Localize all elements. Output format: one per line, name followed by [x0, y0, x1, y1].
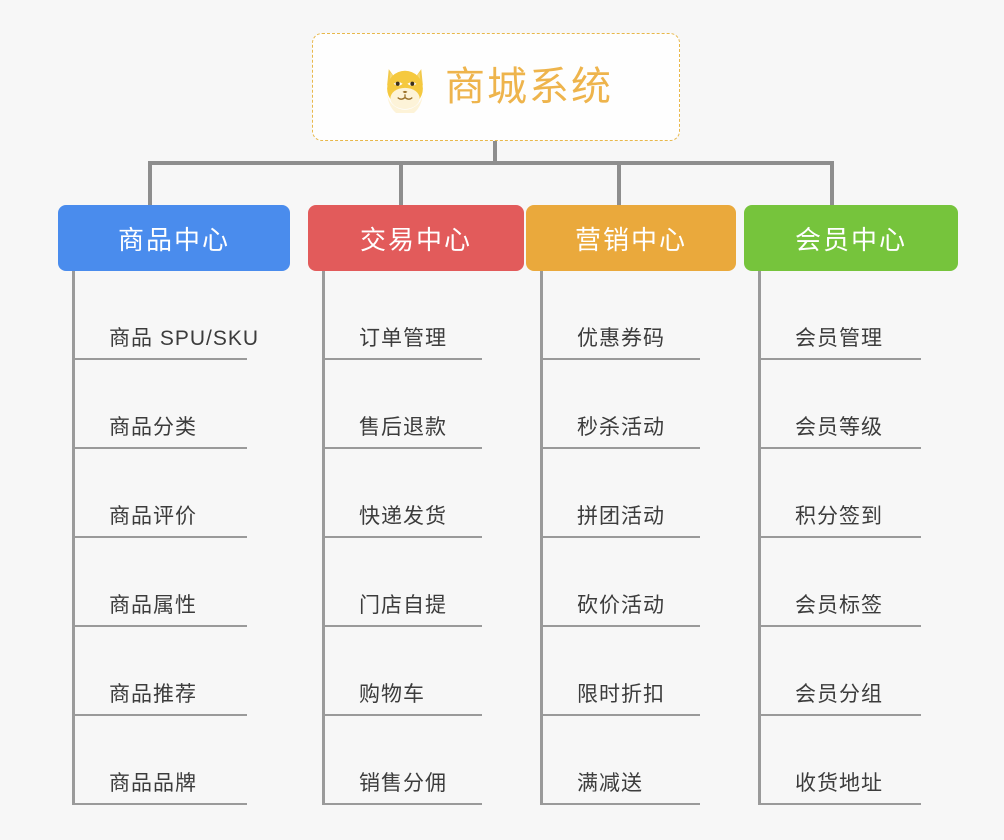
leaf-underline: [543, 536, 700, 538]
branch-header-member-center[interactable]: 会员中心: [744, 205, 958, 271]
leaf-label: 商品分类: [109, 415, 197, 439]
leaf-underline: [325, 358, 482, 360]
leaf-label: 商品属性: [109, 593, 197, 617]
connector-drop-交易中心: [399, 161, 403, 207]
leaf-underline: [761, 536, 921, 538]
list-item[interactable]: 积分签到: [761, 449, 958, 538]
leaf-label: 商品评价: [109, 504, 197, 528]
list-item[interactable]: 商品属性: [75, 538, 290, 627]
branch-member-center: 会员中心 会员管理 会员等级 积分签到 会员标签 会员分组: [744, 205, 958, 805]
leaf-list-trade-center: 订单管理 售后退款 快递发货 门店自提 购物车 销售分佣: [322, 271, 524, 805]
connector-horizontal-bus: [148, 161, 834, 165]
branch-header-label: 交易中心: [359, 224, 472, 255]
branch-product-center: 商品中心 商品 SPU/SKU 商品分类 商品评价 商品属性 商品推荐: [58, 205, 290, 805]
leaf-underline: [75, 625, 247, 627]
branch-header-label: 会员中心: [794, 224, 907, 255]
leaf-label: 快递发货: [359, 504, 447, 528]
list-item[interactable]: 砍价活动: [543, 538, 736, 627]
leaf-underline: [325, 625, 482, 627]
leaf-label: 门店自提: [359, 593, 447, 617]
leaf-underline: [543, 714, 700, 716]
branch-header-trade-center[interactable]: 交易中心: [308, 205, 524, 271]
list-item[interactable]: 秒杀活动: [543, 360, 736, 449]
leaf-underline: [325, 447, 482, 449]
leaf-underline: [543, 447, 700, 449]
list-item[interactable]: 商品 SPU/SKU: [75, 271, 290, 360]
leaf-list-marketing-center: 优惠券码 秒杀活动 拼团活动 砍价活动 限时折扣 满减送: [540, 271, 736, 805]
leaf-label: 会员标签: [795, 593, 883, 617]
list-item[interactable]: 商品推荐: [75, 627, 290, 716]
list-item[interactable]: 限时折扣: [543, 627, 736, 716]
connector-root-stem: [493, 141, 497, 163]
leaf-underline: [75, 803, 247, 805]
leaf-label: 商品品牌: [109, 771, 197, 795]
branch-header-label: 商品中心: [117, 224, 230, 255]
leaf-underline: [761, 803, 921, 805]
leaf-underline: [75, 358, 247, 360]
leaf-label: 会员等级: [795, 415, 883, 439]
leaf-label: 满减送: [577, 771, 643, 795]
leaf-label: 会员分组: [795, 682, 883, 706]
list-item[interactable]: 商品分类: [75, 360, 290, 449]
root-title: 商城系统: [445, 65, 613, 109]
leaf-underline: [543, 625, 700, 627]
leaf-underline: [543, 803, 700, 805]
list-item[interactable]: 会员管理: [761, 271, 958, 360]
list-item[interactable]: 优惠券码: [543, 271, 736, 360]
branch-marketing-center: 营销中心 优惠券码 秒杀活动 拼团活动 砍价活动 限时折扣: [526, 205, 736, 805]
list-item[interactable]: 售后退款: [325, 360, 524, 449]
list-item[interactable]: 拼团活动: [543, 449, 736, 538]
leaf-label: 砍价活动: [577, 593, 665, 617]
list-item[interactable]: 会员等级: [761, 360, 958, 449]
shiba-dog-face-icon: [387, 69, 423, 113]
list-item[interactable]: 门店自提: [325, 538, 524, 627]
leaf-label: 优惠券码: [577, 326, 665, 350]
leaf-list-product-center: 商品 SPU/SKU 商品分类 商品评价 商品属性 商品推荐 商品品牌: [72, 271, 290, 805]
list-item[interactable]: 会员分组: [761, 627, 958, 716]
leaf-label: 积分签到: [795, 504, 883, 528]
branch-header-marketing-center[interactable]: 营销中心: [526, 205, 736, 271]
leaf-underline: [761, 358, 921, 360]
leaf-underline: [761, 447, 921, 449]
leaf-label: 限时折扣: [577, 682, 665, 706]
connector-drop-营销中心: [617, 161, 621, 207]
list-item[interactable]: 快递发货: [325, 449, 524, 538]
leaf-underline: [325, 714, 482, 716]
leaf-underline: [543, 358, 700, 360]
leaf-underline: [761, 625, 921, 627]
list-item[interactable]: 销售分佣: [325, 716, 524, 805]
leaf-label: 商品推荐: [109, 682, 197, 706]
list-item[interactable]: 购物车: [325, 627, 524, 716]
leaf-list-member-center: 会员管理 会员等级 积分签到 会员标签 会员分组 收货地址: [758, 271, 958, 805]
leaf-label: 商品 SPU/SKU: [109, 326, 260, 350]
list-item[interactable]: 收货地址: [761, 716, 958, 805]
leaf-underline: [325, 803, 482, 805]
branch-trade-center: 交易中心 订单管理 售后退款 快递发货 门店自提 购物车: [308, 205, 524, 805]
branch-header-product-center[interactable]: 商品中心: [58, 205, 290, 271]
list-item[interactable]: 会员标签: [761, 538, 958, 627]
connector-drop-会员中心: [830, 161, 834, 207]
leaf-underline: [761, 714, 921, 716]
leaf-label: 会员管理: [795, 326, 883, 350]
leaf-label: 订单管理: [359, 326, 447, 350]
list-item[interactable]: 商品评价: [75, 449, 290, 538]
branch-header-label: 营销中心: [574, 224, 687, 255]
connector-drop-商品中心: [148, 161, 152, 207]
leaf-label: 售后退款: [359, 415, 447, 439]
list-item[interactable]: 满减送: [543, 716, 736, 805]
leaf-label: 购物车: [359, 682, 425, 706]
leaf-label: 销售分佣: [359, 771, 447, 795]
leaf-underline: [75, 536, 247, 538]
root-node[interactable]: 商城系统: [312, 33, 680, 141]
leaf-label: 拼团活动: [577, 504, 665, 528]
leaf-label: 收货地址: [795, 771, 883, 795]
leaf-label: 秒杀活动: [577, 415, 665, 439]
list-item[interactable]: 商品品牌: [75, 716, 290, 805]
leaf-underline: [75, 714, 247, 716]
leaf-underline: [75, 447, 247, 449]
leaf-underline: [325, 536, 482, 538]
list-item[interactable]: 订单管理: [325, 271, 524, 360]
